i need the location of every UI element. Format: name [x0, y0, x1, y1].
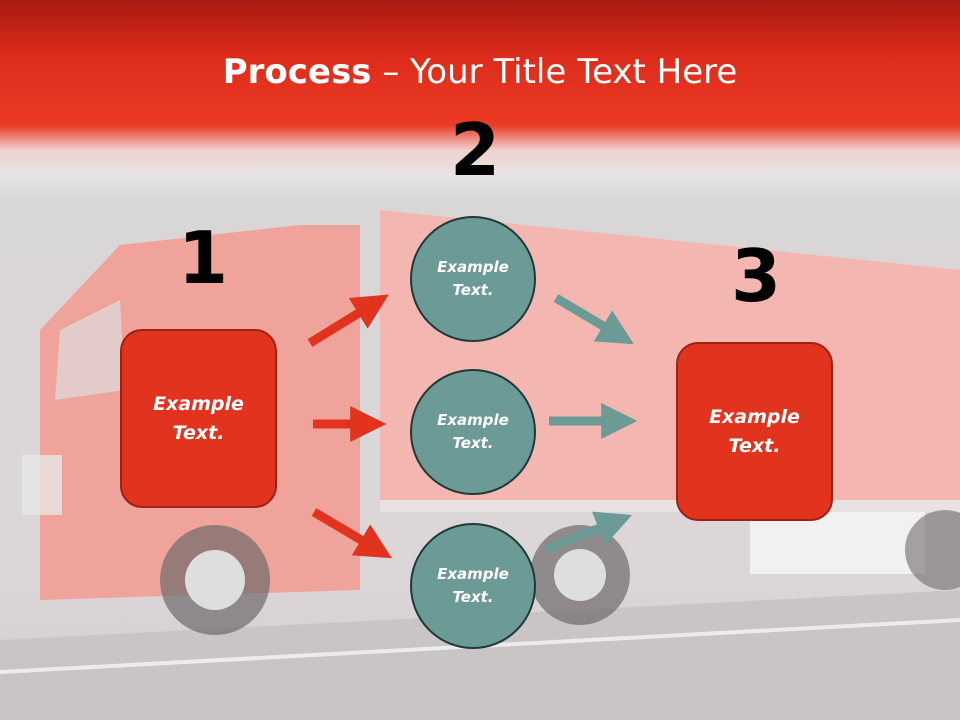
right-box-line1: Example: [709, 405, 800, 428]
arrow-bottom-to-right: [545, 511, 633, 554]
circle-bottom-line2: Text.: [452, 588, 494, 606]
right-box-line2: Text.: [728, 434, 781, 457]
circle-middle-line2: Text.: [452, 434, 494, 452]
step-number-1: 1: [178, 216, 229, 300]
title-rest: – Your Title Text Here: [371, 52, 738, 92]
left-box-line2: Text.: [172, 421, 225, 444]
circle-middle-line1: Example: [437, 411, 509, 429]
step-number-2: 2: [450, 108, 501, 192]
arrow-left-to-bottom: [311, 508, 392, 559]
process-box-right: Example Text.: [676, 342, 833, 521]
process-circle-middle: Example Text.: [410, 369, 536, 495]
arrow-left-to-top: [307, 294, 389, 347]
step-number-3: 3: [731, 234, 782, 318]
process-circle-top: Example Text.: [410, 216, 536, 342]
circle-bottom-line1: Example: [437, 565, 509, 583]
left-box-line1: Example: [153, 392, 244, 415]
arrow-top-to-right: [553, 294, 634, 345]
process-box-left: Example Text.: [120, 329, 277, 508]
circle-top-line1: Example: [437, 258, 509, 276]
circle-top-line2: Text.: [452, 281, 494, 299]
process-circle-bottom: Example Text.: [410, 523, 536, 649]
slide-title: Process – Your Title Text Here: [0, 52, 960, 92]
title-bold: Process: [222, 52, 372, 92]
